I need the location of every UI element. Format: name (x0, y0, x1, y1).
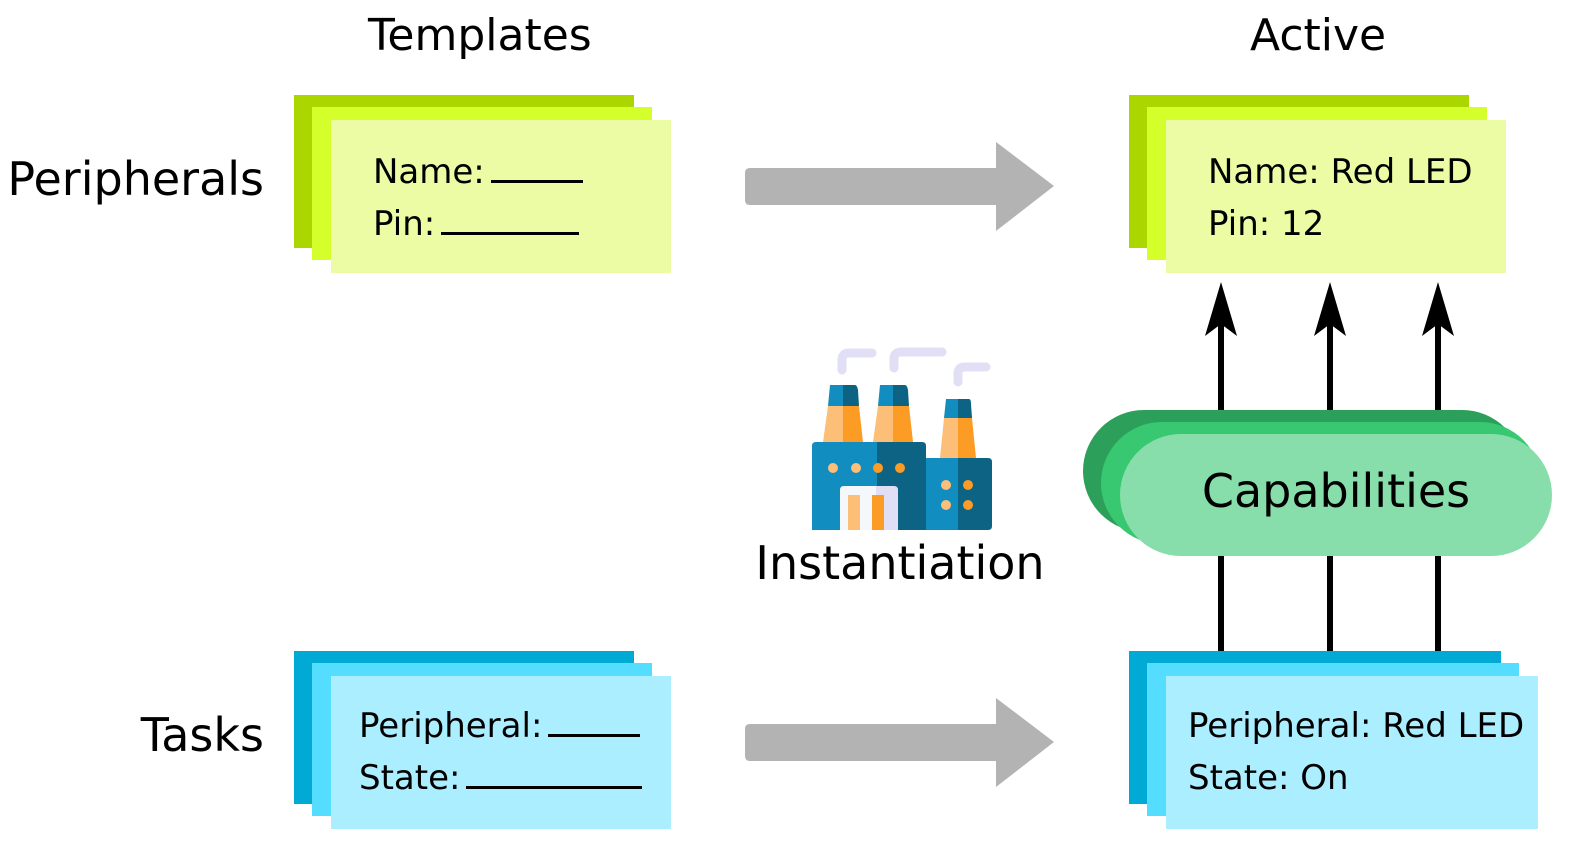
instantiation-label: Instantiation (755, 536, 1045, 590)
capabilities-pill-stack (1083, 410, 1552, 556)
capabilities-pill (1120, 434, 1552, 556)
name-value: Name: Red LED (1208, 152, 1473, 192)
name-field: Name: (373, 146, 583, 198)
column-heading-templates: Templates (368, 10, 592, 61)
pin-value: Pin: 12 (1208, 204, 1325, 244)
state-field: State: (359, 752, 643, 804)
instantiation-arrow-tasks (745, 698, 1054, 787)
arrow-head-icon (1314, 282, 1346, 336)
template-task-card: Peripheral: State: (331, 676, 671, 829)
instantiation-arrow-peripherals (745, 142, 1054, 231)
peripheral-value: Peripheral: Red LED (1188, 706, 1525, 746)
row-label-tasks: Tasks (140, 708, 264, 762)
capabilities-label: Capabilities (1201, 464, 1471, 518)
arrow-head-icon (1422, 282, 1454, 336)
factory-icon (812, 347, 992, 530)
state-value: State: On (1188, 758, 1349, 798)
active-task-card: Peripheral: Red LED State: On (1166, 676, 1538, 829)
peripheral-field: Peripheral: (359, 700, 642, 752)
active-peripheral-card: Name: Red LED Pin: 12 (1166, 120, 1506, 273)
row-label-peripherals: Peripherals (7, 152, 264, 206)
pin-field: Pin: (373, 198, 583, 250)
column-heading-active: Active (1250, 10, 1387, 61)
arrow-head-icon (1205, 282, 1237, 336)
template-peripheral-card: Name: Pin: (331, 120, 671, 273)
